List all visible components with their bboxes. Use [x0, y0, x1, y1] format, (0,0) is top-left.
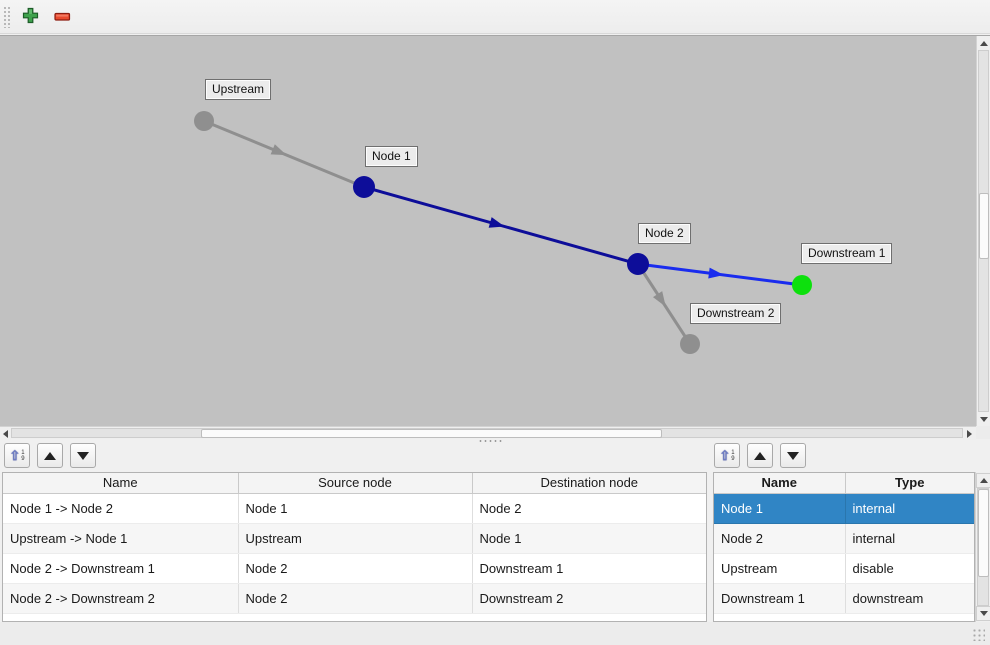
scroll-up-button[interactable]: [977, 36, 990, 50]
plus-icon: [22, 7, 39, 27]
scroll-left-button[interactable]: [0, 427, 11, 440]
minus-icon: [53, 10, 71, 25]
move-up-button[interactable]: [37, 443, 63, 468]
scroll-up-button[interactable]: [976, 473, 990, 488]
canvas-hscrollbar[interactable]: [0, 426, 976, 440]
status-bar: [0, 622, 990, 645]
node-label[interactable]: Node 2: [638, 223, 691, 244]
vscroll-thumb[interactable]: [978, 489, 989, 577]
arrow-down-icon: [979, 611, 988, 616]
arrow-left-icon: [3, 429, 8, 438]
main-toolbar: [0, 0, 990, 34]
column-header[interactable]: Type: [845, 473, 974, 494]
up-triangle-icon: [754, 451, 766, 460]
arrow-up-icon: [979, 478, 988, 483]
column-header[interactable]: Name: [714, 473, 846, 494]
column-header[interactable]: Destination node: [472, 473, 706, 494]
move-down-button[interactable]: [780, 443, 806, 468]
down-triangle-icon: [787, 451, 799, 460]
resize-grip[interactable]: [972, 628, 985, 641]
graph-svg: [194, 111, 812, 354]
remove-node-button[interactable]: [49, 5, 75, 29]
scroll-down-button[interactable]: [976, 606, 990, 621]
scroll-down-button[interactable]: [977, 412, 990, 426]
arrow-right-icon: [967, 429, 972, 438]
toolbar-grip[interactable]: [3, 6, 11, 28]
vscroll-thumb[interactable]: [979, 193, 989, 259]
node-label[interactable]: Downstream 1: [801, 243, 893, 264]
add-node-button[interactable]: [17, 5, 43, 29]
hscroll-thumb[interactable]: [201, 429, 662, 438]
move-down-button[interactable]: [70, 443, 96, 468]
scroll-right-button[interactable]: [963, 427, 976, 440]
pane-splitter-handle[interactable]: [478, 439, 504, 443]
column-header[interactable]: Source node: [238, 473, 473, 494]
column-header[interactable]: Name: [3, 473, 239, 494]
move-up-button[interactable]: [747, 443, 773, 468]
nodes-table-vscrollbar[interactable]: [975, 472, 990, 622]
down-triangle-icon: [77, 451, 89, 460]
node-label[interactable]: Upstream: [205, 79, 272, 100]
arrow-up-icon: [980, 40, 988, 46]
node-label[interactable]: Downstream 2: [690, 303, 782, 324]
up-triangle-icon: [44, 451, 56, 460]
canvas-vscrollbar[interactable]: [976, 36, 990, 426]
scrollbar-corner: [976, 426, 990, 439]
arrow-down-icon: [980, 416, 988, 422]
node-label[interactable]: Node 1: [365, 146, 418, 167]
